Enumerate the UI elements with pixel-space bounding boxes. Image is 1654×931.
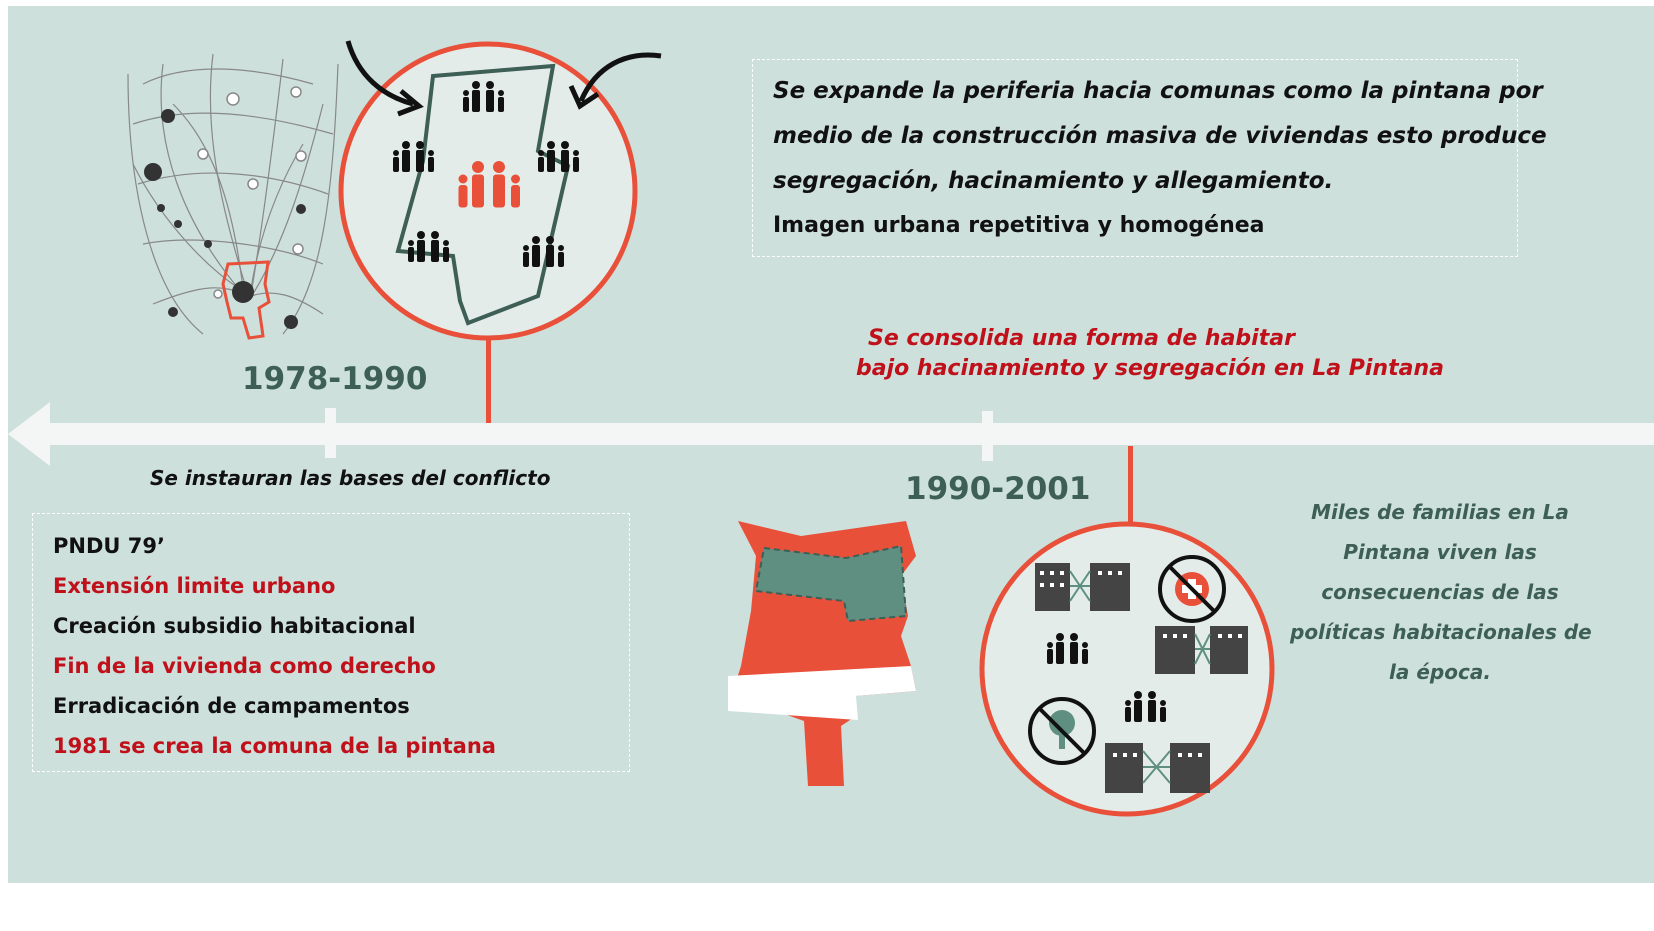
curved-arrow-left-icon <box>345 40 424 117</box>
list-item-1: PNDU 79’ <box>53 534 165 558</box>
timeline-arrow-head-icon <box>8 402 50 466</box>
side-text-line-4: políticas habitacionales de <box>1290 620 1592 644</box>
period-2-side-text: Miles de familias en La Pintana viven la… <box>1290 492 1592 692</box>
description-line-1: Se expande la periferia hacia comunas co… <box>773 78 1543 104</box>
side-text-line-2: Pintana viven las <box>1343 540 1537 564</box>
curved-arrow-right-icon <box>568 52 662 110</box>
city-network-map-icon <box>127 53 339 340</box>
timeline-bar <box>48 423 1654 445</box>
list-item-4: Fin de la vivienda como derecho <box>53 654 436 678</box>
list-item-5: Erradicación de campamentos <box>53 694 410 718</box>
overcrowded-housing-icon <box>979 521 1275 817</box>
circle-1-stem <box>486 336 491 428</box>
commune-map-icon <box>728 521 916 786</box>
period-1-years: 1978-1990 <box>242 361 428 397</box>
period-2-years: 1990-2001 <box>905 471 1091 507</box>
side-text-line-5: la época. <box>1389 660 1491 684</box>
description-line-2: medio de la construcción masiva de vivie… <box>773 123 1547 149</box>
period-2-headline-1: Se consolida una forma de habitar <box>868 326 1295 351</box>
timeline-tick-1 <box>325 408 336 458</box>
list-item-2: Extensión limite urbano <box>53 574 336 598</box>
description-extra: Imagen urbana repetitiva y homogénea <box>773 213 1265 238</box>
period-1-list-box <box>32 513 630 772</box>
circle-2-stem <box>1128 446 1133 524</box>
description-line-3: segregación, hacinamiento y allegamiento… <box>773 168 1334 194</box>
infographic-canvas: 1978-1990 Se instauran las bases del con… <box>8 6 1654 883</box>
side-text-line-3: consecuencias de las <box>1321 580 1559 604</box>
period-1-description-box <box>752 59 1518 257</box>
timeline-tick-2 <box>982 411 993 461</box>
list-item-6: 1981 se crea la comuna de la pintana <box>53 734 496 758</box>
period-2-headline-2: bajo hacinamiento y segregación en La Pi… <box>856 356 1444 381</box>
families-in-commune-icon <box>338 41 638 341</box>
list-item-3: Creación subsidio habitacional <box>53 614 416 638</box>
period-1-subtitle: Se instauran las bases del conflicto <box>150 466 551 490</box>
side-text-line-1: Miles de familias en La <box>1311 500 1569 524</box>
